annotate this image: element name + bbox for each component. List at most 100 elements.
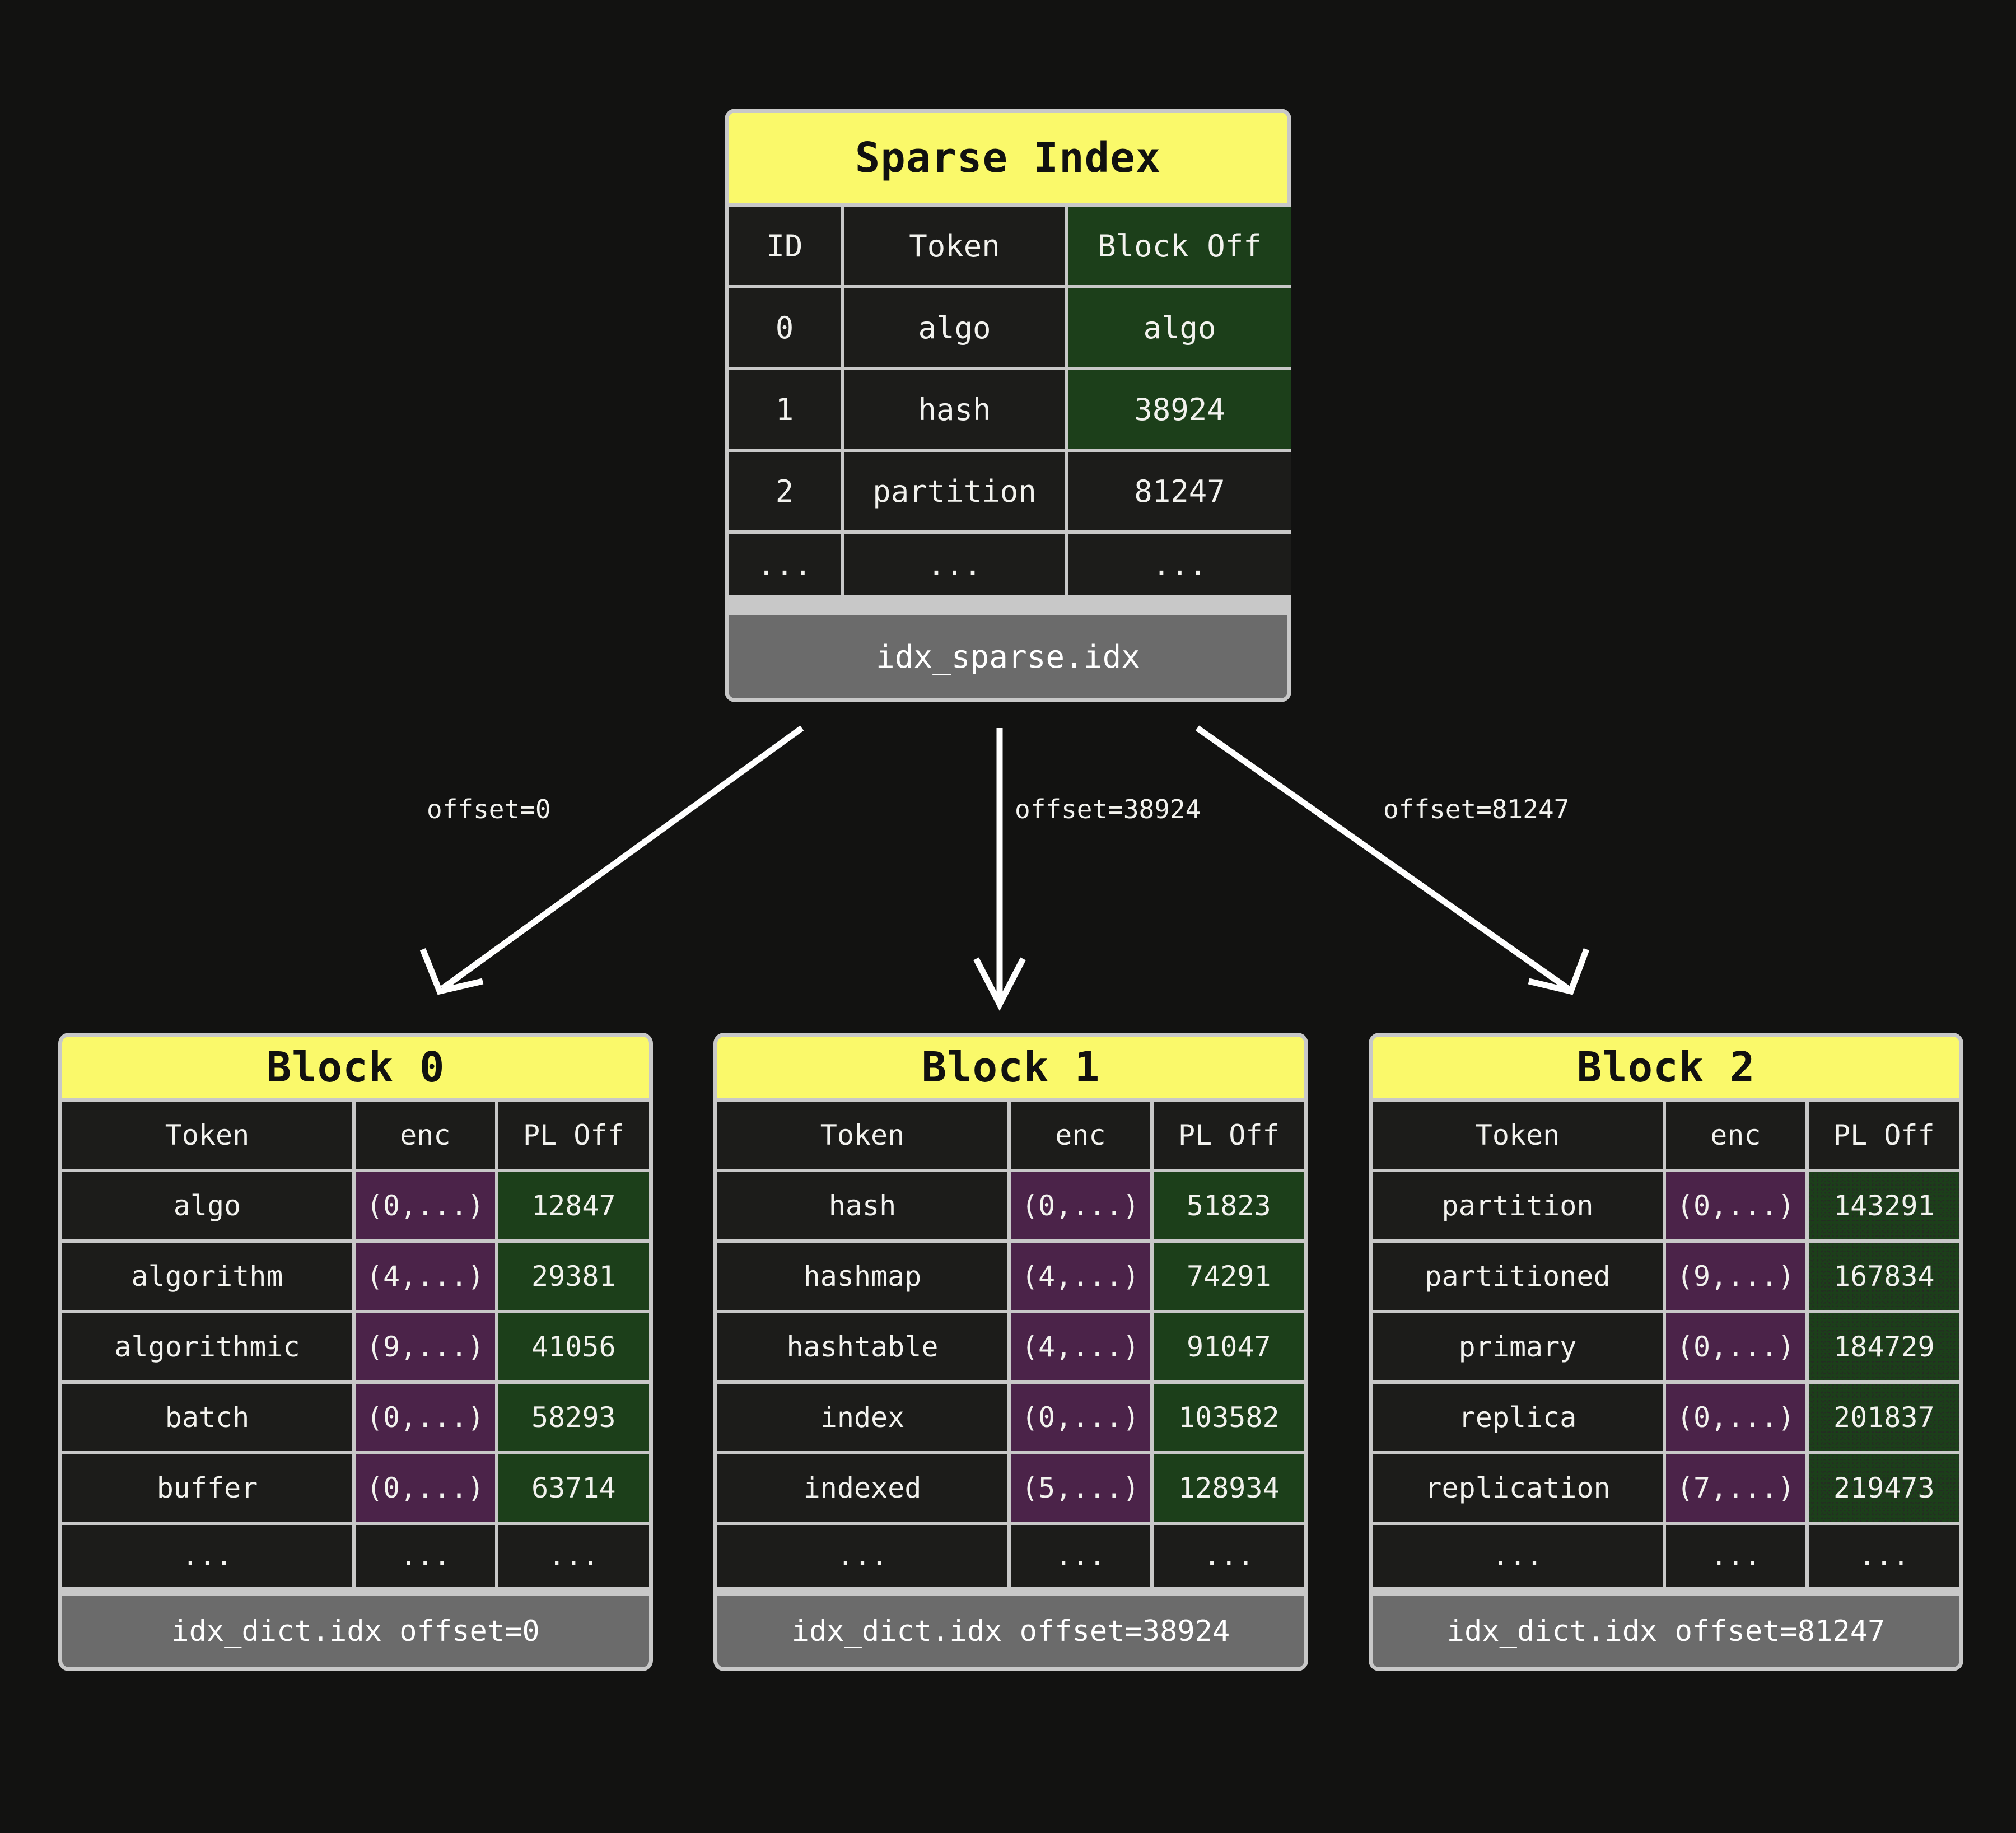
- block-cell: (5,...): [1011, 1454, 1150, 1522]
- block-cell: 41056: [498, 1313, 649, 1380]
- block-cell: ...: [1011, 1525, 1150, 1587]
- block-cell-text: (0,...): [1676, 1401, 1795, 1434]
- block-cell-text: replica: [1458, 1401, 1577, 1434]
- block-cell: (0,...): [1666, 1384, 1805, 1451]
- sparse-index-cell-text: 1: [775, 391, 794, 427]
- edge-label-offset-0: offset=0: [427, 794, 551, 824]
- block-header-cell-text: Token: [820, 1119, 905, 1151]
- sparse-index-header-cell: Token: [844, 207, 1065, 285]
- arrowhead-to-block-1: [973, 957, 1026, 1011]
- block-header-cell-text: PL Off: [1178, 1119, 1280, 1151]
- block-cell-text: 128934: [1178, 1472, 1280, 1504]
- block-cell: ...: [717, 1525, 1007, 1587]
- block-cell-text: (0,...): [1021, 1190, 1140, 1222]
- block-cell: (9,...): [356, 1313, 495, 1380]
- sparse-index-cell: 81247: [1068, 452, 1291, 530]
- block-cell: index: [717, 1384, 1007, 1451]
- sparse-index-cell-text: 2: [775, 473, 794, 509]
- block-header-cell-text: PL Off: [1833, 1119, 1935, 1151]
- block-cell: 12847: [498, 1172, 649, 1239]
- block-cell-text: ...: [400, 1540, 451, 1572]
- sparse-index-cell: 1: [729, 370, 841, 449]
- sparse-index-header-cell-text: Block Off: [1098, 228, 1262, 264]
- block-cell: 128934: [1153, 1454, 1304, 1522]
- block-cell-text: index: [820, 1401, 905, 1434]
- block-title-0: Block 0: [62, 1037, 649, 1098]
- block-cell-text: 184729: [1833, 1331, 1935, 1363]
- arrow-to-block-2: [1195, 725, 1570, 991]
- block-cell: ...: [356, 1525, 495, 1587]
- sparse-index-cell: ...: [1068, 534, 1291, 595]
- sparse-index-cell: partition: [844, 452, 1065, 530]
- block-cell: algorithm: [62, 1243, 352, 1310]
- block-header-cell: enc: [356, 1102, 495, 1169]
- block-cell-text: 74291: [1187, 1260, 1271, 1293]
- sparse-index-header-cell-text: Token: [909, 228, 1000, 264]
- block-cell-text: (0,...): [1676, 1190, 1795, 1222]
- block-header-cell: Token: [1373, 1102, 1663, 1169]
- block-cell: 74291: [1153, 1243, 1304, 1310]
- block-cell: ...: [1808, 1525, 1959, 1587]
- sparse-index-cell: 0: [729, 288, 841, 367]
- sparse-index-footer: idx_sparse.idx: [729, 615, 1287, 698]
- block-cell: buffer: [62, 1454, 352, 1522]
- sparse-index-cell-text: 0: [775, 310, 794, 346]
- block-cell-text: 201837: [1833, 1401, 1935, 1434]
- sparse-index-cell-text: ...: [1152, 547, 1207, 582]
- block-cell-text: (0,...): [1021, 1401, 1140, 1434]
- block-cell-text: 219473: [1833, 1472, 1935, 1504]
- sparse-index-cell-text: 38924: [1134, 391, 1225, 427]
- block-cell-text: (0,...): [366, 1190, 484, 1222]
- block-cell-text: partitioned: [1425, 1260, 1611, 1293]
- block-cell: 51823: [1153, 1172, 1304, 1239]
- block-cell: (0,...): [1011, 1384, 1150, 1451]
- block-cell: 58293: [498, 1384, 649, 1451]
- sparse-index-cell-text: 81247: [1134, 473, 1225, 509]
- block-cell-text: ...: [181, 1540, 233, 1572]
- block-cell: 91047: [1153, 1313, 1304, 1380]
- sparse-index-cell-text: partition: [872, 473, 1037, 509]
- block-header-cell: PL Off: [1153, 1102, 1304, 1169]
- block-cell: algo: [62, 1172, 352, 1239]
- block-cell: ...: [62, 1525, 352, 1587]
- block-cell-text: 103582: [1178, 1401, 1280, 1434]
- block-cell-text: primary: [1458, 1331, 1577, 1363]
- block-title-2: Block 2: [1373, 1037, 1959, 1098]
- block-cell: (4,...): [356, 1243, 495, 1310]
- block-cell-text: 167834: [1833, 1260, 1935, 1293]
- sparse-index-cell-text: ...: [757, 547, 812, 582]
- block-cell-text: (9,...): [1676, 1260, 1795, 1293]
- block-cell: partition: [1373, 1172, 1663, 1239]
- block-header-cell-text: enc: [1055, 1119, 1106, 1151]
- block-cell: batch: [62, 1384, 352, 1451]
- block-cell-text: (4,...): [366, 1260, 484, 1293]
- sparse-index-cell: ...: [844, 534, 1065, 595]
- sparse-index-cell-text: algo: [1143, 310, 1216, 346]
- block-cell: 167834: [1808, 1243, 1959, 1310]
- block-cell-text: (5,...): [1021, 1472, 1140, 1504]
- block-cell-text: 41056: [531, 1331, 616, 1363]
- sparse-index-header-cell: ID: [729, 207, 841, 285]
- block-cell: replication: [1373, 1454, 1663, 1522]
- block-cell: 63714: [498, 1454, 649, 1522]
- block-cell-text: ...: [1055, 1540, 1106, 1572]
- block-cell-text: algorithmic: [114, 1331, 300, 1363]
- block-header-cell: Token: [62, 1102, 352, 1169]
- block-cell: 219473: [1808, 1454, 1959, 1522]
- block-footer-0: idx_dict.idx offset=0: [62, 1596, 649, 1667]
- block-cell-text: (0,...): [366, 1472, 484, 1504]
- sparse-index-title: Sparse Index: [729, 113, 1287, 203]
- block-cell-text: 51823: [1187, 1190, 1271, 1222]
- block-cell: (4,...): [1011, 1313, 1150, 1380]
- block-cell-text: (9,...): [366, 1331, 484, 1363]
- block-cell: ...: [498, 1525, 649, 1587]
- sparse-index-cell: algo: [1068, 288, 1291, 367]
- block-cell-text: hash: [828, 1190, 897, 1222]
- block-header-cell: PL Off: [1808, 1102, 1959, 1169]
- sparse-index-cell-text: algo: [918, 310, 991, 346]
